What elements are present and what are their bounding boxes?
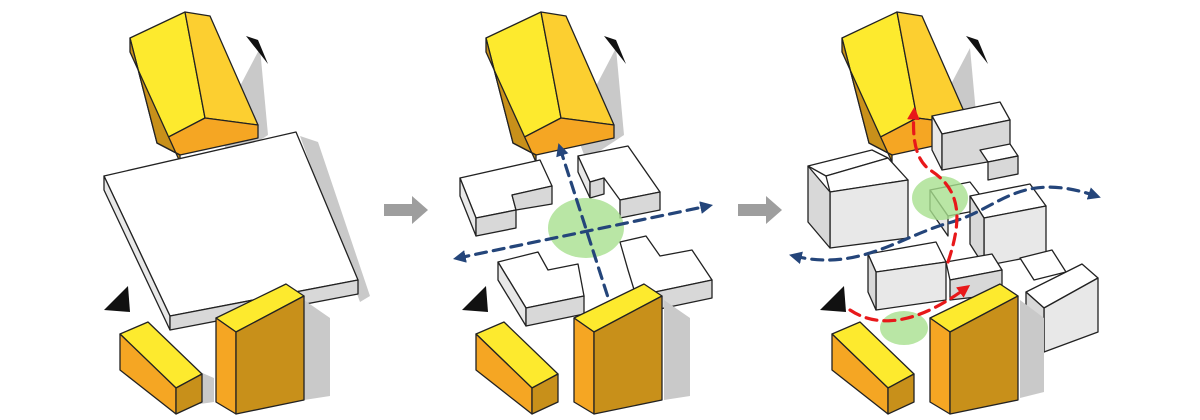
shadow xyxy=(664,300,690,400)
south-tall-building xyxy=(573,283,663,415)
circulation-route-ns xyxy=(556,143,618,321)
white-block-southwest xyxy=(867,241,1003,311)
north-building xyxy=(841,11,971,163)
process-arrow-icon xyxy=(738,196,782,224)
green-plaza-north xyxy=(912,176,968,220)
white-block-north xyxy=(931,101,1019,181)
panel-final-massing xyxy=(789,11,1101,415)
viewpoint-marker-icon xyxy=(462,286,488,312)
shadow xyxy=(200,372,214,404)
circulation-route-ew xyxy=(452,201,714,263)
south-small-building xyxy=(119,321,203,415)
shadow xyxy=(300,136,370,302)
panel-massing-block xyxy=(103,11,370,415)
process-arrow-icon xyxy=(384,196,428,224)
viewpoint-marker-icon xyxy=(966,36,988,64)
viewpoint-marker-icon xyxy=(246,36,268,64)
circulation-route-main xyxy=(789,185,1101,265)
south-small-building xyxy=(831,321,915,415)
south-tall-building xyxy=(215,283,305,415)
base-slab xyxy=(103,131,359,331)
viewpoint-marker-icon xyxy=(104,286,130,312)
green-plaza-south xyxy=(880,311,928,345)
courtyard-block-sw xyxy=(497,251,585,327)
north-building xyxy=(129,11,259,163)
white-block-west xyxy=(807,149,909,249)
viewpoint-marker-icon xyxy=(604,36,626,64)
north-building xyxy=(485,11,615,163)
shadow xyxy=(1020,300,1044,398)
panel-courtyard-split xyxy=(452,11,714,415)
viewpoint-marker-icon xyxy=(820,286,846,312)
shadow xyxy=(304,300,330,400)
south-small-building xyxy=(475,321,559,415)
south-tall-building xyxy=(929,283,1019,415)
pedestrian-path-south xyxy=(848,284,971,323)
courtyard-block-nw xyxy=(459,159,553,237)
